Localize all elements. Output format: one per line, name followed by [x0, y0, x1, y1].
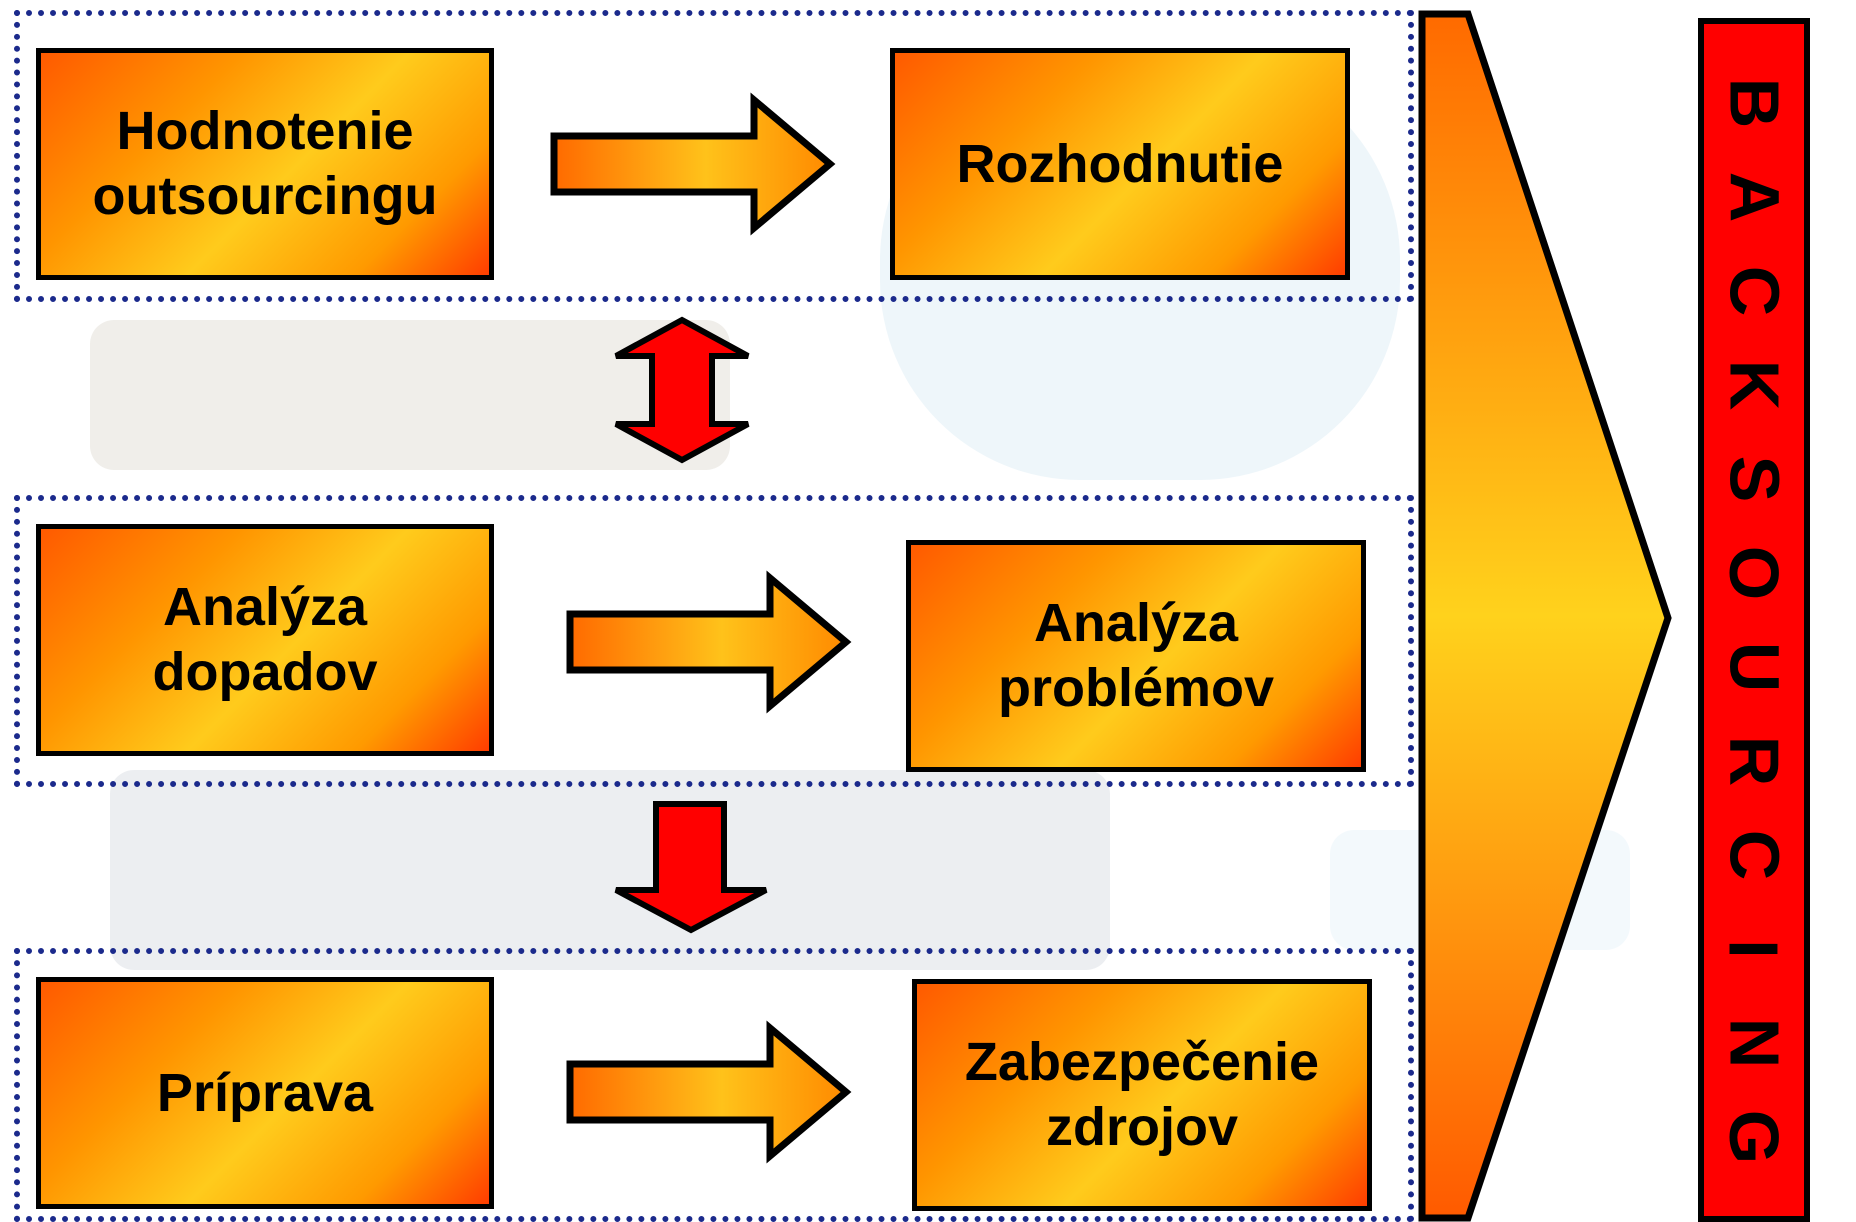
- banner-letter: S: [1714, 455, 1793, 503]
- box-preparation: Príprava: [36, 977, 494, 1209]
- right-arrow-icon: [566, 1020, 852, 1164]
- banner-letter: O: [1714, 545, 1793, 601]
- banner-letter: U: [1715, 641, 1793, 693]
- box-resource-securing: Zabezpečenie zdrojov: [912, 979, 1372, 1211]
- background-decoration: [110, 770, 1110, 970]
- up-down-arrow-icon: [614, 316, 750, 464]
- banner-letter: A: [1715, 171, 1793, 223]
- group-preparation: [14, 948, 1414, 1222]
- box-impact-analysis: Analýza dopadov: [36, 524, 494, 756]
- banner-letter: R: [1715, 735, 1793, 787]
- banner-letter: C: [1715, 265, 1793, 317]
- group-evaluation-decision: [14, 10, 1414, 302]
- banner-letter: B: [1715, 77, 1793, 129]
- background-decoration: [90, 320, 730, 470]
- right-arrow-icon: [566, 570, 852, 714]
- banner-letter: G: [1714, 1109, 1793, 1165]
- banner-letter: N: [1715, 1017, 1793, 1069]
- box-problem-analysis: Analýza problémov: [906, 540, 1366, 772]
- right-arrow-icon: [550, 92, 836, 236]
- down-arrow-icon: [614, 801, 768, 934]
- banner-letter: I: [1714, 939, 1793, 959]
- chevron-right-icon: [1418, 10, 1672, 1222]
- box-decision: Rozhodnutie: [890, 48, 1350, 280]
- group-analysis: [14, 495, 1414, 787]
- banner-letter: C: [1715, 829, 1793, 881]
- box-evaluation: Hodnotenie outsourcingu: [36, 48, 494, 280]
- banner-letter: K: [1715, 359, 1793, 411]
